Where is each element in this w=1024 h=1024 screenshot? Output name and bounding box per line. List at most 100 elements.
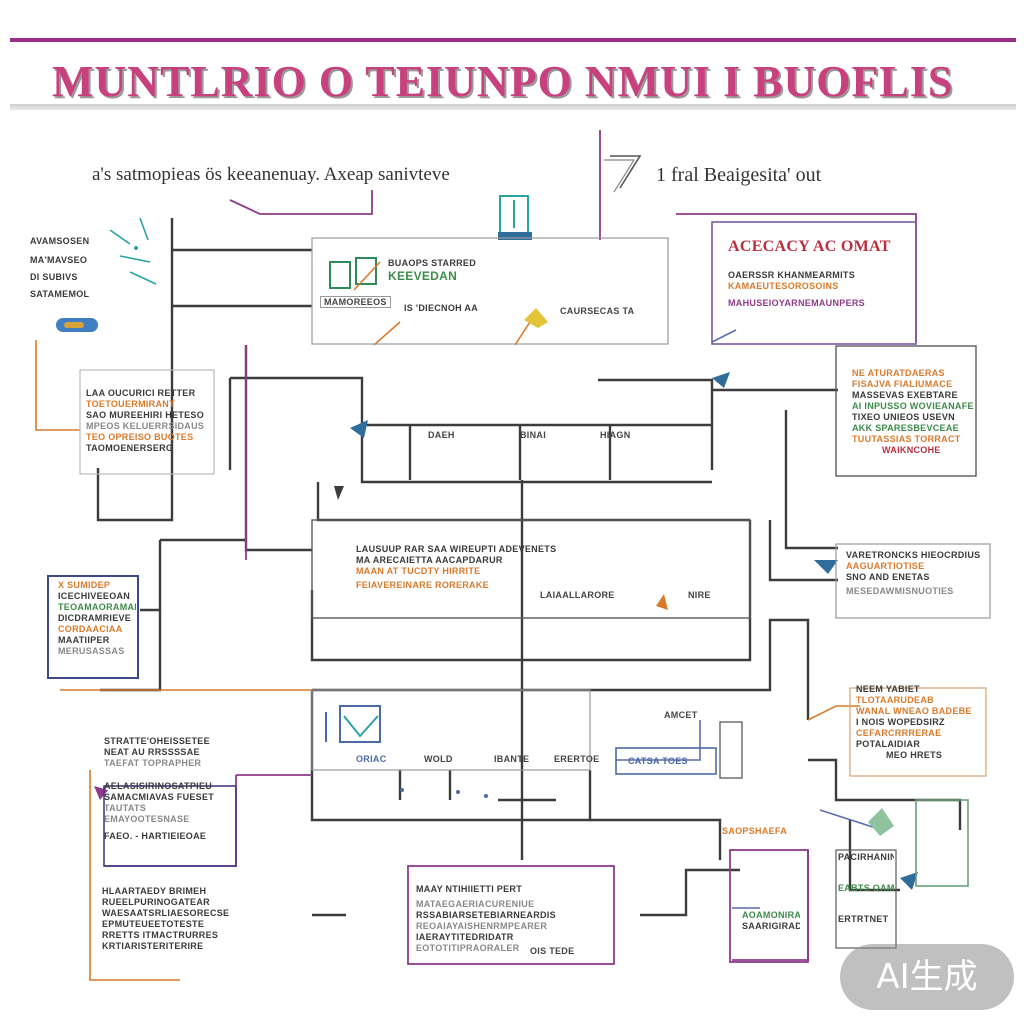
blue-connectors — [616, 329, 883, 909]
bottom-right-stack[interactable]: PACIRHANINERSTORER EABTS OAMTORDE ERTRTN… — [838, 852, 894, 946]
node-line: TUUTASSIAS TORRACT — [852, 434, 961, 444]
bus-label-2: BINAI — [520, 430, 546, 440]
node-line: TEO OPREISO BUOTES — [86, 432, 194, 442]
node-line: LAA OUCURICI RETTER — [86, 388, 196, 398]
node-line: KAMAEUTESOROSOINS — [728, 281, 839, 291]
node-line: EPMUTEUEETOTESTE — [102, 919, 205, 929]
right-lower-node[interactable]: NEEM YABIET TLOTAARUDEAB WANAL WNEAO BAD… — [856, 684, 986, 774]
node-line: MPEOS KELUERRSIDAUS — [86, 421, 205, 431]
bottom-row-label-3: IBANTE — [494, 754, 530, 764]
node-line: SAARIGIRADE — [742, 921, 800, 931]
bottom-right-card[interactable]: SAOPSHAEFA — [722, 826, 842, 846]
node-line: SAMACMIAVAS FUESET — [104, 792, 215, 802]
top-center-badge: MAMOREEOS — [320, 296, 391, 308]
node-line: MASSEVAS EXEBTARE — [852, 390, 958, 400]
node-line: PACIRHANINERSTORER — [838, 852, 894, 862]
top-center-node[interactable]: BUAOPS STARRED KEEVEDAN IS 'DIECNOH AA — [388, 258, 658, 338]
left-lower-node[interactable]: STRATTE'OHEISSETEE NEAT AU RRSSSSAE TAEF… — [104, 736, 234, 860]
node-line: HLAARTAEDY BRIMEH — [102, 886, 207, 896]
node-line: NEAT AU RRSSSSAE — [104, 747, 200, 757]
left-notes-block: AVAMSOSEN MA'MAVSEO DI SUBIVS SATAMEMOL — [30, 236, 102, 316]
left-process-node[interactable]: LAA OUCURICI RETTER TOETOUERMIRANT SAO M… — [86, 388, 212, 472]
orange-connectors — [35, 321, 860, 981]
arrow-head-icon — [334, 486, 344, 500]
node-line: IS 'DIECNOH AA — [404, 303, 479, 313]
top-accent-rule — [10, 38, 1016, 42]
node-line: TIXEO UNIEOS USEVN — [852, 412, 955, 422]
bulb-spark-icon — [524, 308, 548, 328]
cursor-pointer-icon — [604, 155, 642, 193]
node-line: MAAN AT TUCDTY HIRRITE — [356, 566, 481, 576]
arrow-head-icon — [656, 594, 668, 610]
left-note-line: MA'MAVSEO — [30, 255, 88, 265]
node-line: SNO AND ENETAS — [846, 572, 930, 582]
diagram-title: MUNTLRIO O TEIUNPO NMUI I BUOFLIS — [52, 58, 954, 106]
left-bottom-block[interactable]: HLAARTAEDY BRIMEH RUEELPURINOGATEAR WAES… — [102, 886, 252, 956]
decor-dot-icon — [400, 788, 488, 798]
node-line: FISAJVA FIALIUMACE — [852, 379, 953, 389]
bottom-center-node[interactable]: MAAY NTIHIIETTI PERT MATAEGAERIACURENIUE… — [416, 884, 608, 960]
node-line: BUAOPS STARRED — [388, 258, 477, 268]
tablet-device-icon — [498, 195, 532, 240]
ai-generated-watermark: AI生成 — [840, 944, 1014, 1010]
node-line: MAHUSEIOYARNEMAUNPERS — [728, 298, 865, 308]
node-line: MA ARECAIETTA AACAPDARUR — [356, 555, 503, 565]
node-line: STRATTE'OHEISSETEE — [104, 736, 210, 746]
node-line: WANAL WNEAO BADEBE — [856, 706, 972, 716]
left-note-line: DI SUBIVS — [30, 272, 78, 282]
node-line: RRETTS ITMACTRURRES — [102, 930, 219, 940]
node-line: FEIAVEREINARE RORERAKE — [356, 580, 489, 590]
node-line: MERUSASSAS — [58, 646, 125, 656]
subtitle-left: a's satmopieas ös keeanenuay. Axeap sani… — [92, 164, 450, 185]
right-process-node[interactable]: NE ATURATDAERAS FISAJVA FIALIUMACE MASSE… — [852, 368, 974, 472]
node-line: TAEFAT TOPRAPHER — [104, 758, 202, 768]
bottom-row-label-4: ERERTOE — [554, 754, 600, 764]
leaf-note-icon — [868, 799, 969, 887]
top-right-node[interactable]: ACECACY AC OMAT OAERSSR KHANMEARMITS KAM… — [728, 238, 912, 338]
middle-center-tag: NIRE — [688, 590, 711, 600]
right-mid-node[interactable]: VARETRONCKS HIEOCRDIUS AAGUARTIOTISE SNO… — [846, 550, 986, 614]
bottom-right-small-note[interactable]: AOAMONIRAWE SAARIGIRADE — [742, 910, 800, 950]
middle-center-side-label: LAIAALLARORE — [540, 590, 615, 600]
bottom-row-label-6: CATSA TOES — [628, 756, 688, 766]
arrow-head-icon — [900, 872, 918, 890]
node-line: NE ATURATDAERAS — [852, 368, 945, 378]
node-line: EMAYOOTESNASE — [104, 814, 190, 824]
bus-label-3: HIAGN — [600, 430, 631, 440]
node-line: SAO MUREEHIRI HETESO — [86, 410, 205, 420]
bottom-row-label-1: ORIAC — [356, 754, 387, 764]
node-line: MEO HRETS — [886, 750, 943, 760]
node-line: KRTIARISTERITERIRE — [102, 941, 204, 951]
node-line: MAATIIPER — [58, 635, 110, 645]
node-line: X SUMIDEP — [58, 580, 111, 590]
node-line: TAOMOENERSERG — [86, 443, 174, 453]
node-line: TOETOUERMIRANT — [86, 399, 175, 409]
bottom-row-label-2: WOLD — [424, 754, 453, 764]
node-line: LAUSUUP RAR SAA WIREUPTI ADEVENETS — [356, 544, 557, 554]
node-line: VARETRONCKS HIEOCRDIUS — [846, 550, 981, 560]
bus-label-1: DAEH — [428, 430, 455, 440]
node-line: RSSABIARSETEBIARNEARDIS — [416, 910, 556, 920]
node-line: DICDRAMRIEVE — [58, 613, 132, 623]
node-line: CORDAACIAA — [58, 624, 123, 634]
node-line: ACECACY AC OMAT — [728, 238, 891, 255]
left-mid-node[interactable]: X SUMIDEP ICECHIVEEOAN TEOAMAORAMAN DICD… — [58, 580, 136, 674]
node-line: AI INPUSSO WOVIEANAFE — [852, 401, 974, 411]
node-line: AKK SPARESBEVCEAE — [852, 423, 959, 433]
node-line: MATAEGAERIACURENIUE — [416, 899, 535, 909]
arrow-head-icon — [814, 560, 838, 574]
node-line: EOTOTITIPRAORALER — [416, 943, 520, 953]
node-line: REOAIAYAISHENRMPEARER — [416, 921, 548, 931]
middle-center-node[interactable]: LAUSUUP RAR SAA WIREUPTI ADEVENETS MA AR… — [356, 544, 656, 608]
node-line: ERTRTNET — [838, 914, 889, 924]
node-line: EABTS OAMTORDE — [838, 883, 894, 893]
node-line: OAERSSR KHANMEARMITS — [728, 270, 856, 280]
node-line: ICECHIVEEOAN — [58, 591, 131, 601]
node-line: MESEDAWMISNUOTIES — [846, 586, 954, 596]
node-line: SAOPSHAEFA — [722, 826, 788, 836]
chip-module-icon — [329, 257, 381, 291]
node-line: I NOIS WOPEDSIRZ — [856, 717, 945, 727]
node-line: WAIKNCOHE — [882, 445, 941, 455]
dark-connectors — [96, 218, 962, 917]
node-line: NEEM YABIET — [856, 684, 920, 694]
